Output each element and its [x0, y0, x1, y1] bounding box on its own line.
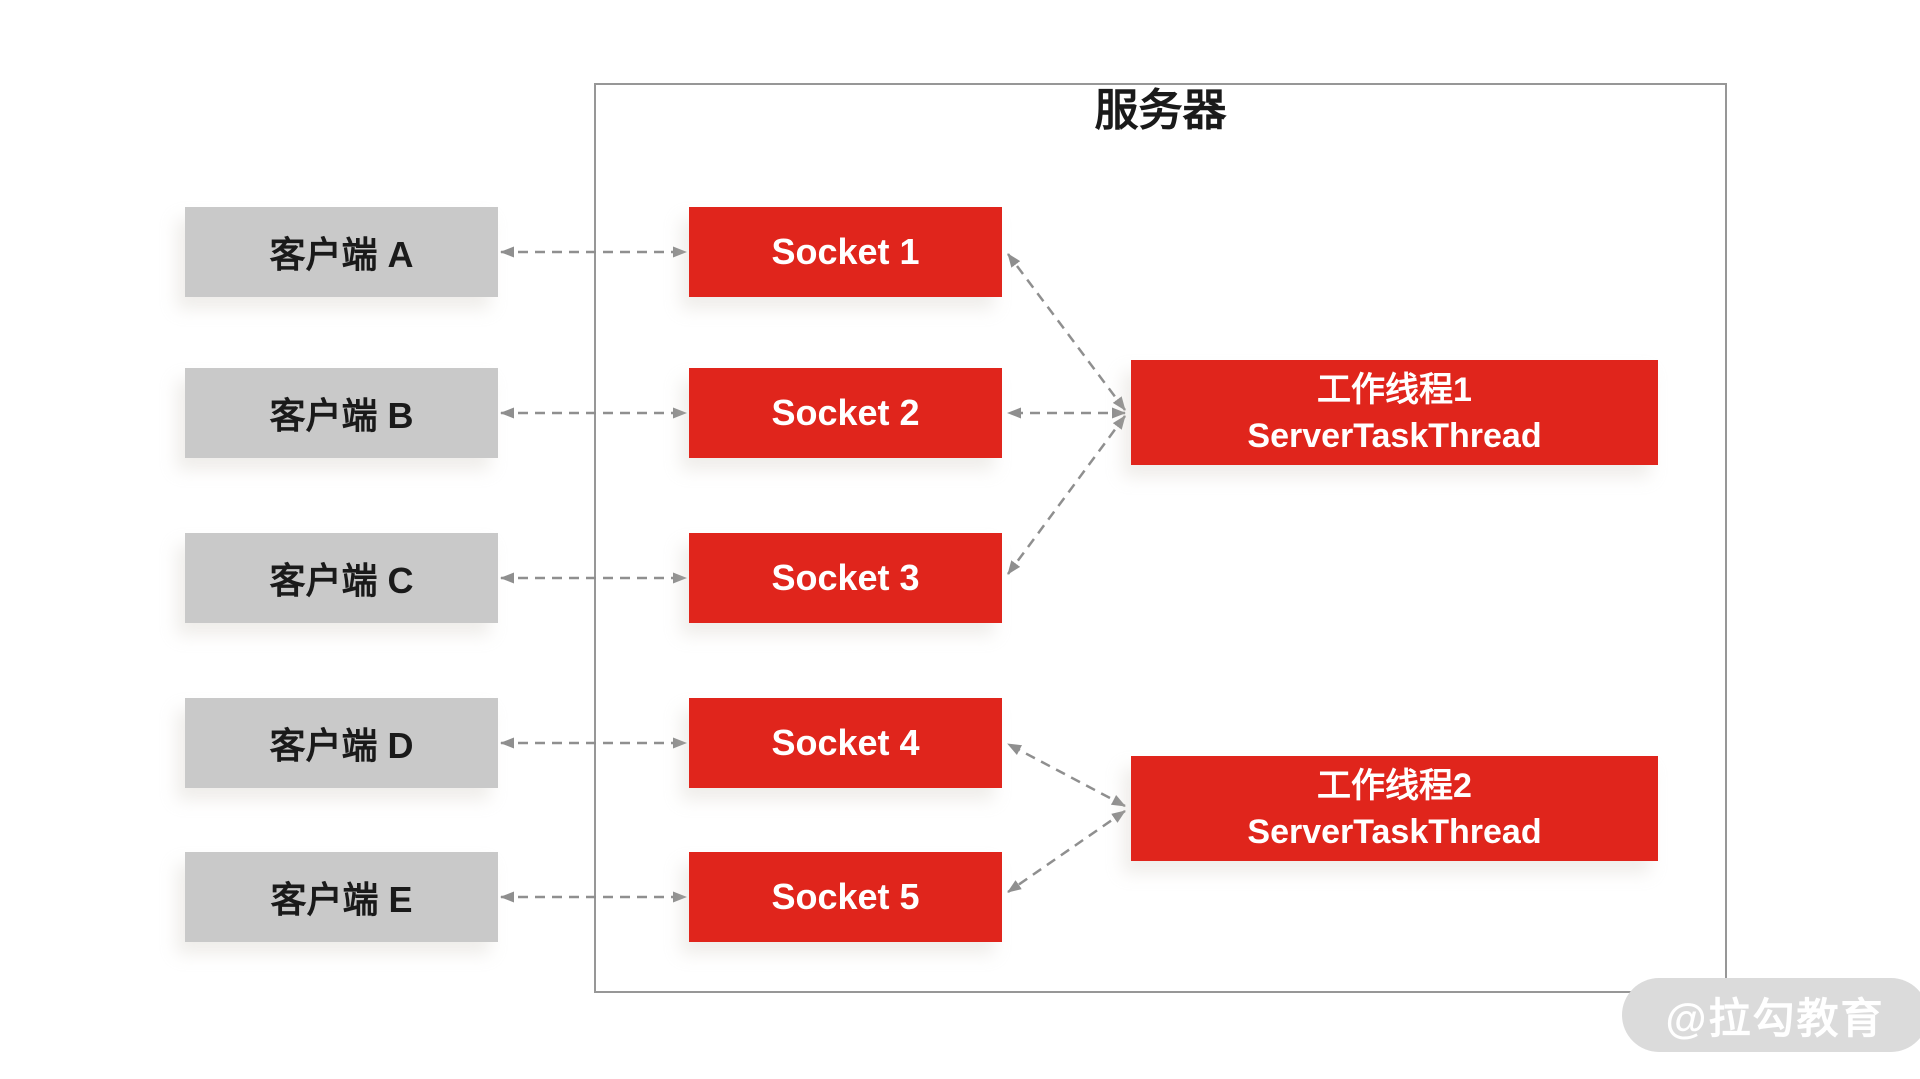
- client-box-c: 客户端 C: [185, 533, 498, 623]
- watermark-badge: @拉勾教育: [1622, 978, 1920, 1052]
- worker-thread-1-name: 工作线程1: [1317, 370, 1472, 409]
- socket-box-3: Socket 3: [689, 533, 1002, 623]
- server-group-box: [594, 83, 1727, 993]
- socket-box-1: Socket 1: [689, 207, 1002, 297]
- server-title: 服务器: [1094, 86, 1227, 135]
- worker-thread-2-name: 工作线程2: [1317, 766, 1472, 805]
- client-box-d: 客户端 D: [185, 698, 498, 788]
- socket-box-2: Socket 2: [689, 368, 1002, 458]
- client-box-b: 客户端 B: [185, 368, 498, 458]
- client-box-a: 客户端 A: [185, 207, 498, 297]
- worker-thread-box-1: 工作线程1 ServerTaskThread: [1131, 360, 1658, 465]
- socket-box-5: Socket 5: [689, 852, 1002, 942]
- worker-thread-2-class: ServerTaskThread: [1247, 812, 1542, 851]
- worker-thread-box-2: 工作线程2 ServerTaskThread: [1131, 756, 1658, 861]
- worker-thread-1-class: ServerTaskThread: [1247, 416, 1542, 455]
- client-box-e: 客户端 E: [185, 852, 498, 942]
- socket-box-4: Socket 4: [689, 698, 1002, 788]
